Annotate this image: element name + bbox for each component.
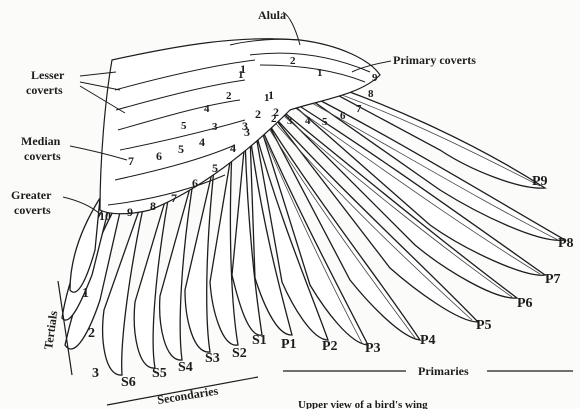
- primary-label-p5: P5: [476, 318, 492, 333]
- secondary-label-s6: S6: [121, 375, 136, 390]
- lesser-covert-number: 4: [204, 103, 210, 115]
- median-coverts-label-line1: Median: [21, 134, 61, 148]
- caption: Upper view of a bird's wing: [298, 399, 428, 409]
- median-covert-number: 5: [178, 142, 184, 156]
- primary-label-p4: P4: [420, 333, 436, 348]
- lesser-coverts-label-line1: Lesser: [31, 68, 65, 82]
- primary-label-p9: P9: [532, 174, 548, 189]
- secondary-label-s3: S3: [205, 351, 220, 366]
- greater-coverts-label-line2: coverts: [14, 203, 51, 217]
- lesser-covert-number: 2: [226, 90, 232, 102]
- tertials-label: Tertials: [41, 310, 60, 351]
- greater-covert-number: 1: [240, 62, 246, 76]
- alula-number: 2: [290, 55, 296, 67]
- primary-covert-number: 6: [340, 110, 346, 122]
- secondaries-label: Secondaries: [156, 383, 219, 406]
- primary-covert-number: 7: [356, 103, 362, 115]
- greater-covert-number: 7: [171, 191, 177, 205]
- primary-label-p3: P3: [365, 341, 381, 356]
- secondary-label-s5: S5: [152, 366, 167, 381]
- greater-covert-number: 6: [192, 176, 198, 190]
- primary-label-p1: P1: [281, 337, 297, 352]
- tertial-label-2: 2: [88, 326, 95, 341]
- tertial-label-1: 1: [82, 286, 89, 301]
- greater-covert-number: 8: [150, 199, 156, 213]
- greater-covert-number: 10: [99, 209, 111, 223]
- greater-covert-number: 3: [244, 125, 250, 139]
- primary-covert-number: 9: [372, 72, 378, 84]
- secondary-label-s1: S1: [252, 333, 267, 348]
- primary-covert-number: 5: [322, 116, 328, 128]
- secondary-label-s4: S4: [178, 360, 193, 375]
- greater-coverts-label-line1: Greater: [11, 188, 52, 202]
- primary-covert-number: 3: [287, 115, 293, 127]
- lesser-coverts-label-line2: coverts: [26, 83, 63, 97]
- secondary-label-s2: S2: [232, 346, 247, 361]
- tertial-label-3: 3: [92, 366, 99, 381]
- lesser-covert-number: 3: [212, 121, 218, 133]
- primary-label-p2: P2: [322, 339, 338, 354]
- alula-number: 1: [317, 67, 323, 79]
- alula-label: Alula: [258, 8, 286, 22]
- primary-label-p8: P8: [558, 236, 574, 251]
- median-covert-number: 6: [156, 149, 162, 163]
- median-coverts-label-line2: coverts: [24, 149, 61, 163]
- median-covert-number: 4: [199, 135, 205, 149]
- median-covert-number: 2: [273, 105, 279, 119]
- greater-covert-number: 5: [212, 161, 218, 175]
- greater-covert-number: 4: [230, 141, 236, 155]
- lesser-covert-number: 5: [181, 120, 187, 132]
- primary-covert-number: 4: [305, 115, 311, 127]
- primary-label-p6: P6: [517, 296, 533, 311]
- median-covert-number: 7: [128, 154, 134, 168]
- greater-covert-number: 2: [255, 107, 261, 121]
- primary-covert-number: 8: [368, 88, 374, 100]
- primary-coverts-label: Primary coverts: [393, 53, 476, 67]
- primary-label-p7: P7: [545, 272, 561, 287]
- median-covert-number: 1: [268, 88, 274, 102]
- greater-covert-number: 9: [127, 205, 133, 219]
- primaries-label: Primaries: [418, 364, 469, 378]
